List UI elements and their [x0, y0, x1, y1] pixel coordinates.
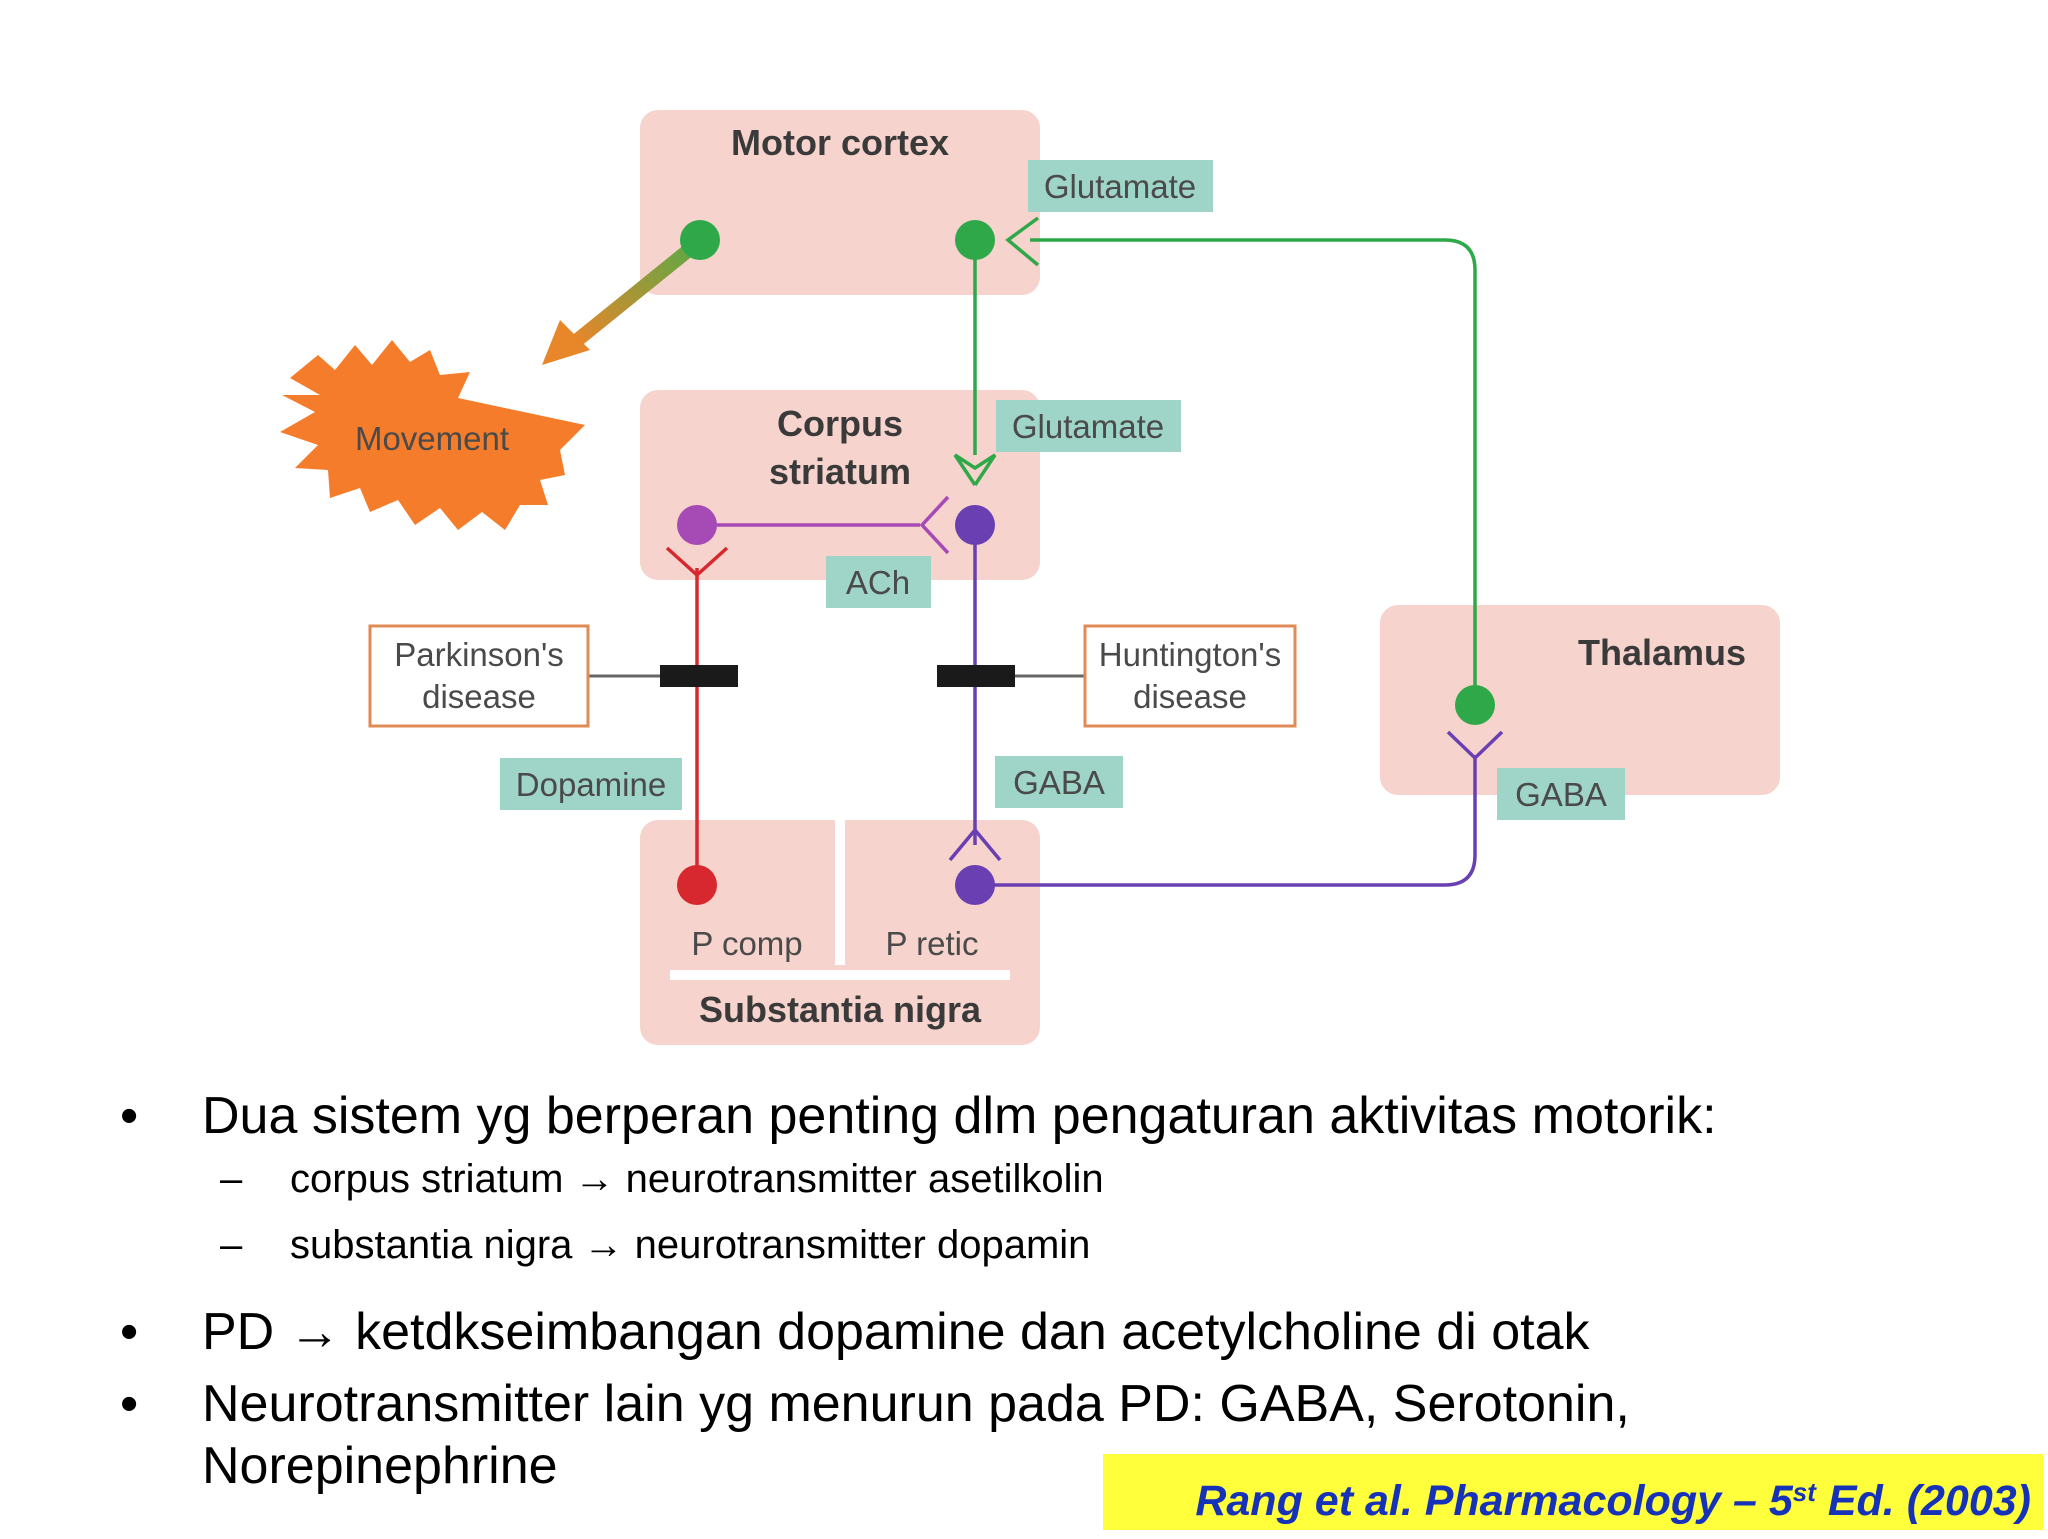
substantia-nigra-label: Substantia nigra [699, 989, 982, 1030]
parkinsons-label-2: disease [422, 678, 536, 715]
bullet-3-text-line1: Neurotransmitter lain yg menurun pada PD… [202, 1375, 1630, 1433]
dopamine-receptor [665, 546, 729, 578]
thalamus-cortex-axon [1030, 238, 1477, 705]
citation-sup: st [1792, 1477, 1816, 1507]
thalamus-label: Thalamus [1578, 632, 1746, 673]
nigra-gaba-receptor [948, 827, 1002, 862]
bullet-dot: • [120, 1375, 139, 1433]
nigra-gaba-neuron [955, 865, 995, 905]
dopamine-tag [500, 758, 682, 810]
bullet-dot: • [120, 1087, 139, 1145]
ach-receptor [919, 495, 950, 555]
bullet-1: • Dua sistem yg berperan penting dlm pen… [120, 1085, 1920, 1147]
glutamate-tag-mid [996, 400, 1181, 452]
ach-tag [826, 556, 931, 608]
corpus-striatum-label-2: striatum [769, 451, 911, 492]
parkinsons-box [368, 624, 590, 728]
huntingtons-label-2: disease [1133, 678, 1247, 715]
corpus-striatum-label-1: Corpus [777, 403, 903, 444]
bullet-3: • Neurotransmitter lain yg menurun pada … [120, 1373, 1920, 1497]
parkinsons-label-1: Parkinson's [394, 636, 564, 673]
parkinsons-lesion [660, 665, 738, 687]
dopamine-label: Dopamine [516, 766, 666, 803]
motor-cortex-box [640, 110, 1040, 295]
sub-bullet-2: – substantia nigra → neurotransmitter do… [120, 1223, 1920, 1289]
movement-label: Movement [355, 420, 509, 457]
thalamus-gaba-receptor [1446, 730, 1504, 761]
cortex-receptor-glutamate [1005, 216, 1040, 267]
nigra-dopamine-neuron [677, 865, 717, 905]
sub-bullet-2-text: substantia nigra → neurotransmitter dopa… [290, 1223, 1091, 1267]
striatum-cholinergic-neuron [677, 505, 717, 545]
basal-ganglia-diagram: Movement Parkinso [280, 110, 1780, 1045]
citation-box: Rang et al. Pharmacology – 5st Ed. (2003… [1103, 1454, 2043, 1530]
gaba-tag-mid [995, 756, 1123, 808]
gaba-label-mid: GABA [1013, 764, 1105, 801]
bullet-2: • PD → ketdkseimbangan dopamine dan acet… [120, 1301, 1920, 1363]
movement-arrow-shaft [568, 238, 702, 349]
p-comp-label: P comp [691, 925, 802, 962]
bullet-list: • Dua sistem yg berperan penting dlm pen… [120, 1085, 1920, 1507]
glutamate-label-mid: Glutamate [1012, 408, 1164, 445]
bullet-3-text-line2: Norepinephrine [202, 1437, 558, 1495]
cortex-neuron-right [955, 220, 995, 260]
sub-bullet-1: – corpus striatum → neurotransmitter ase… [120, 1157, 1920, 1223]
bullet-1-text: Dua sistem yg berperan penting dlm penga… [202, 1087, 1717, 1145]
citation-tail: Ed. (2003) [1815, 1477, 2031, 1525]
citation-main: Rang et al. Pharmacology – 5 [1195, 1477, 1793, 1525]
gaba-tag-thalamus [1497, 768, 1625, 820]
thalamus-neuron [1455, 685, 1495, 725]
motor-cortex-label: Motor cortex [731, 122, 949, 163]
striatum-gaba-neuron [955, 505, 995, 545]
bullet-dot: • [120, 1303, 139, 1361]
gaba-label-thalamus: GABA [1515, 776, 1607, 813]
thalamus-box [1380, 605, 1780, 795]
glutamate-tag-top [1028, 160, 1213, 212]
nigra-thalamus-gaba-axon [975, 755, 1477, 887]
corpus-striatum-box [640, 390, 1040, 580]
huntingtons-label-1: Huntington's [1099, 636, 1281, 673]
sub-dash: – [220, 1157, 243, 1201]
striatum-receptor-glutamate [953, 453, 997, 486]
movement-arrow-head [542, 320, 590, 365]
sub-bullet-1-text: corpus striatum → neurotransmitter aseti… [290, 1157, 1104, 1201]
ach-label: ACh [846, 564, 910, 601]
huntingtons-lesion [937, 665, 1015, 687]
sub-dash: – [220, 1223, 243, 1267]
bullet-2-text: PD → ketdkseimbangan dopamine dan acetyl… [202, 1303, 1590, 1361]
p-retic-label: P retic [886, 925, 979, 962]
movement-burst [280, 340, 585, 530]
huntingtons-box [1083, 624, 1297, 728]
glutamate-label-top: Glutamate [1044, 168, 1196, 205]
cortex-neuron-left [680, 220, 720, 260]
